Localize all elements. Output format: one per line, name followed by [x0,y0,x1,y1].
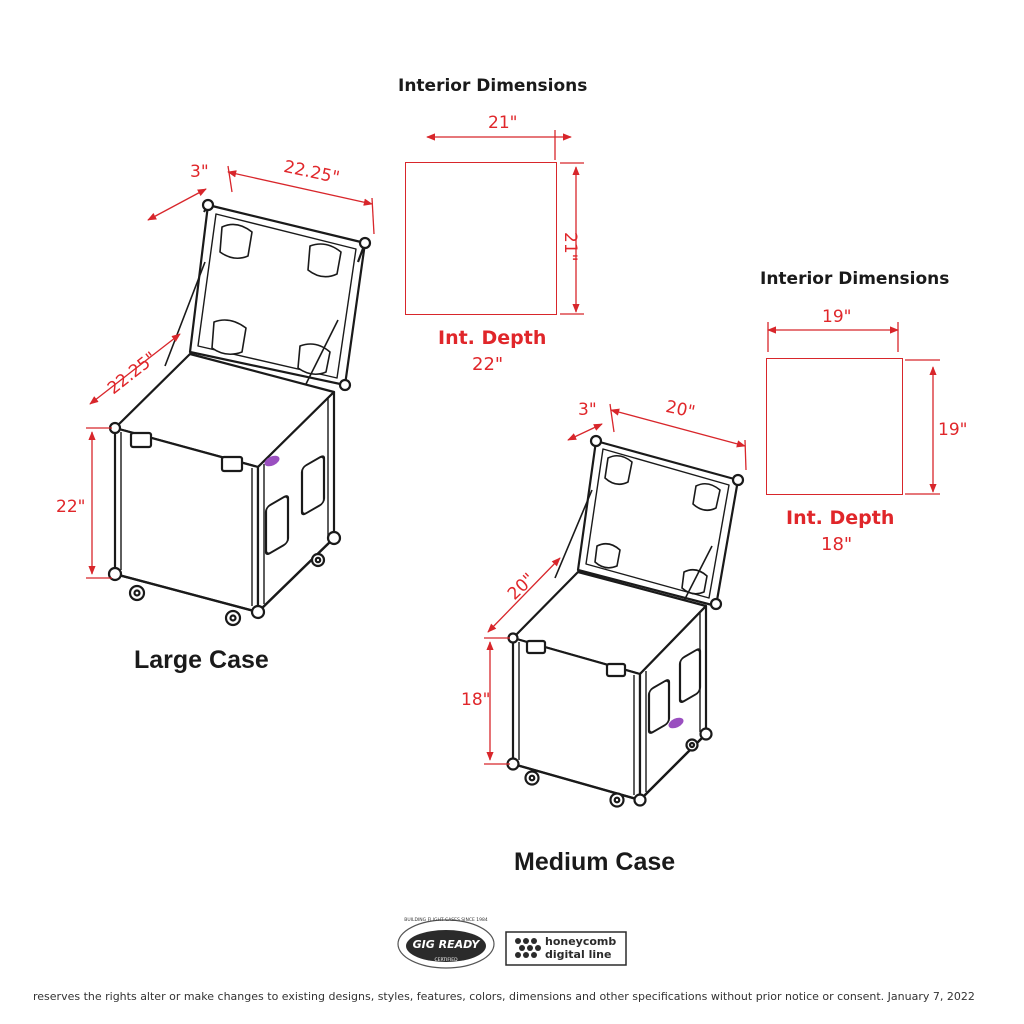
large-lid-cup [211,319,247,356]
large-interior-heading: Interior Dimensions [398,76,588,96]
large-height-label: 22" [56,497,86,517]
medium-lid-cup [692,482,721,512]
medium-case-drawing [506,434,745,808]
medium-lid-cup [594,542,621,569]
medium-interior-height: 19" [938,420,968,440]
medium-interior-depth-value: 18" [821,534,853,555]
medium-lid-thickness-label: 3" [578,400,597,420]
gig-ready-logo-sub: CERTIFIED [434,958,458,963]
footer-disclaimer: reserves the rights alter or make change… [33,990,975,1003]
large-interior-box [405,162,557,315]
honeycomb-logo-line1: honeycomb [545,935,617,948]
honeycomb-logo-line2: digital line [545,948,612,961]
medium-handle-accent [668,717,684,729]
gig-ready-logo-text: GIG READY [412,938,480,951]
medium-lid-inner [585,448,730,599]
large-dimension-lines [86,165,375,579]
medium-interior-depth-label: Int. Depth [786,507,895,529]
medium-dimension-lines [484,403,747,765]
interior-dimension-lines [426,130,940,495]
large-interior-width: 21" [488,113,518,133]
large-lid [188,203,367,387]
large-lid-thickness-label: 3" [190,162,209,182]
medium-interior-box [766,358,903,495]
large-interior-depth-value: 22" [472,354,504,375]
honeycomb-logo [505,931,627,966]
large-lid-cup [219,223,253,260]
medium-case-title: Medium Case [514,848,676,876]
large-case-drawing [107,198,372,627]
large-interior-height: 21" [560,232,580,262]
large-lid-inner [197,213,357,379]
large-lid-cup [307,243,342,278]
large-handle-accent [264,455,280,467]
medium-interior-width: 19" [822,307,852,327]
large-interior-depth-label: Int. Depth [438,327,547,349]
gig-ready-logo [397,919,495,969]
gig-ready-logo-arc: BUILDING FLIGHT CASES SINCE 1984 [404,918,488,923]
large-case-title: Large Case [134,646,269,674]
medium-height-label: 18" [461,690,491,710]
medium-interior-heading: Interior Dimensions [760,269,950,289]
medium-lid-cup [604,454,633,486]
